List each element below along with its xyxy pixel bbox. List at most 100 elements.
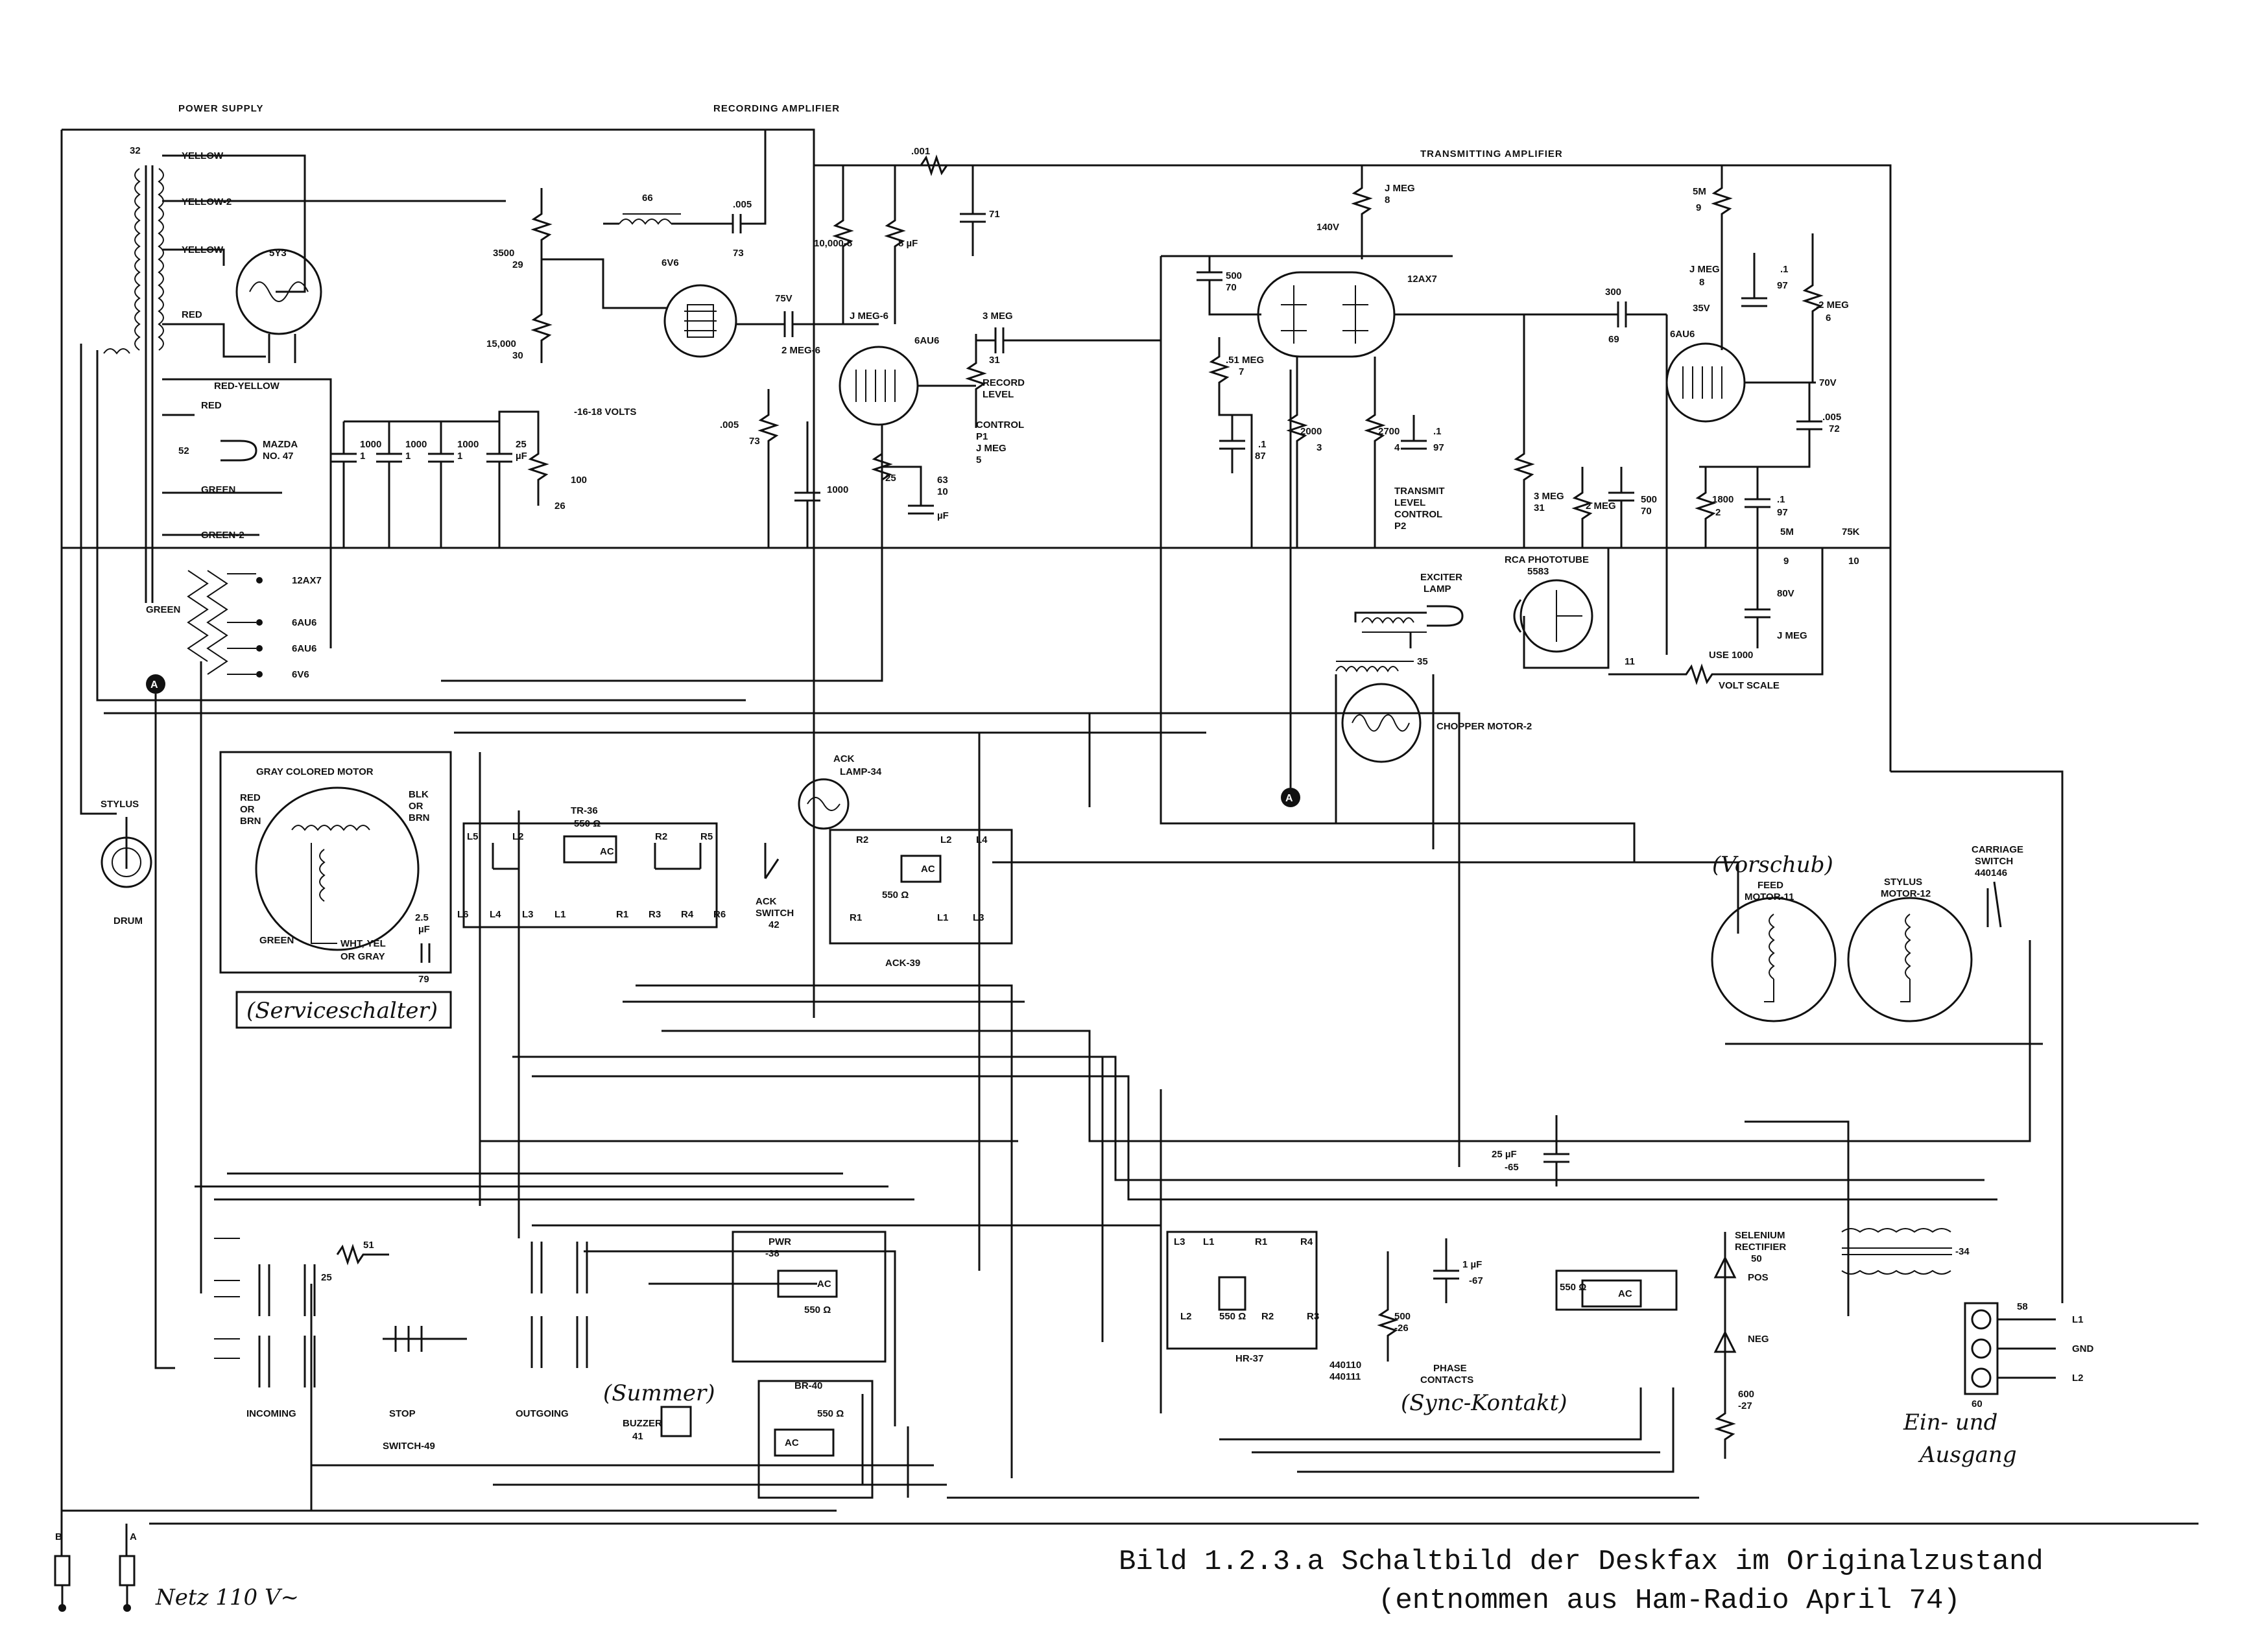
r8-tx-value: J MEG xyxy=(1385,183,1415,194)
motor-left-1: RED xyxy=(240,792,261,803)
br-relay: AC BR-40 550 Ω xyxy=(757,1380,874,1499)
tr36-outline xyxy=(462,822,718,928)
tube-6au6-rec-label: 6AU6 xyxy=(914,335,939,346)
r3-value: 2000 xyxy=(1300,426,1322,437)
mains-b: B xyxy=(55,1531,62,1542)
p1-ref: LEVEL xyxy=(983,389,1014,400)
carriage-3: 440146 xyxy=(1975,867,2007,879)
p1-control: J MEG xyxy=(976,443,1007,454)
r9b-value: 5M xyxy=(1780,526,1794,537)
plate-voltage-75v: J MEG-6 xyxy=(850,311,888,322)
selenium-rectifier: SELENIUM RECTIFIER 50 POS NEG 600 -27 -3… xyxy=(1713,1228,1970,1459)
tap-yellow-1: YELLOW xyxy=(182,150,224,161)
filament-string: 12AX7 6AU6 6AU6 6V6 xyxy=(187,570,322,680)
r26-value: 100 xyxy=(571,475,587,486)
serviceschalter-box xyxy=(235,991,452,1029)
r26-ref: 26 xyxy=(554,501,566,512)
p2-level: LEVEL xyxy=(1394,497,1425,508)
screen-35v: 35V xyxy=(1693,303,1710,314)
contact-hr-r2: R2 xyxy=(1261,1311,1274,1322)
c73a-value: 75V xyxy=(775,293,792,304)
ecap-2: -65 xyxy=(1505,1162,1519,1173)
v80: 11 xyxy=(1625,656,1635,667)
filament-6v6: 6V6 xyxy=(292,669,309,680)
pwr-coil: 550 Ω xyxy=(804,1304,831,1316)
c63-value: 63 xyxy=(937,475,948,486)
r9a-value: 5M xyxy=(1693,186,1706,197)
feed-stylus-motors: (Vorschub) FEED MOTOR-11 STYLUS MOTOR-12… xyxy=(1711,844,2023,1022)
xfmr-34: -34 xyxy=(1955,1246,1970,1257)
tap-green-2: GREEN-2 xyxy=(201,530,244,541)
rect-line2: RECTIFIER xyxy=(1735,1242,1786,1253)
r5-value: .005 xyxy=(720,419,739,431)
r9a-ref: 9 xyxy=(1696,202,1701,213)
c72-value: .005 xyxy=(1822,412,1841,423)
contact-hr-r3: R3 xyxy=(1307,1311,1319,1322)
tap-red-2: RED xyxy=(201,400,222,411)
mains-a: A xyxy=(130,1531,137,1542)
sync-note: (Sync-Kontakt) xyxy=(1401,1390,1567,1416)
c97d-value: 80V xyxy=(1777,588,1794,599)
ack-lamp-label1: ACK xyxy=(833,753,855,764)
phototube-line1: RCA PHOTOTUBE xyxy=(1505,554,1589,565)
contact-hr-r4: R4 xyxy=(1300,1236,1313,1247)
tube-6au6-tx-label: 6AU6 xyxy=(1670,329,1695,340)
r30-ref: 30 xyxy=(512,350,523,361)
tube-6v6-label: 6V6 xyxy=(661,257,679,268)
c73b-value: 1000 xyxy=(827,484,848,495)
mazda-lamp: 52 MAZDA NO. 47 xyxy=(178,439,298,462)
tube-6au6-rec: 6AU6 xyxy=(839,335,939,426)
motor-green: GREEN xyxy=(259,935,294,946)
r30-value: 15,000 xyxy=(486,338,516,349)
incoming-label: INCOMING xyxy=(246,1408,296,1419)
contact-r5: R5 xyxy=(700,831,713,842)
contact-ack-l1: L1 xyxy=(937,912,949,923)
caption-line-2: (entnommen aus Ham-Radio April 74) xyxy=(1378,1585,1960,1617)
br-coil: 550 Ω xyxy=(817,1408,844,1419)
hr-relay: L3 L1 R1 R4 L2 R2 R3 550 Ω HR-37 xyxy=(1166,1231,1319,1364)
contact-l6: L6 xyxy=(457,909,469,920)
node-a-right: A xyxy=(1281,370,1300,807)
caption-line-1: Bild 1.2.3.a Schaltbild der Deskfax im O… xyxy=(1119,1546,2044,1578)
c71-value: 3 MEG xyxy=(983,311,1013,322)
lamp-line1: MAZDA xyxy=(263,439,298,450)
contact-r6: R6 xyxy=(713,909,726,920)
recording-amplifier-header: RECORDING AMPLIFIER xyxy=(713,103,840,114)
phase-res-1: 500 xyxy=(1394,1311,1411,1322)
contact-l2: L2 xyxy=(512,831,524,842)
r4-ref: 4 xyxy=(1394,442,1400,453)
switch49-label: SWITCH-49 xyxy=(383,1441,435,1452)
filament-6au6-2: 6AU6 xyxy=(292,643,316,654)
r1800-ref: 2 xyxy=(1715,507,1721,518)
r3-ref: 3 xyxy=(1317,442,1322,453)
contact-ack-l2: L2 xyxy=(940,834,952,845)
ecap-1: 25 µF xyxy=(1492,1149,1517,1160)
contact-l3: L3 xyxy=(522,909,534,920)
hr-label: HR-37 xyxy=(1235,1353,1263,1364)
drum-label: DRUM xyxy=(113,915,143,926)
phase-sw-2: 440111 xyxy=(1329,1371,1361,1382)
r11-ref: VOLT SCALE xyxy=(1719,680,1780,691)
contact-r2: R2 xyxy=(655,831,667,842)
tube-6au6-tx: 6AU6 xyxy=(1665,329,1746,423)
contact-ack-r2: R2 xyxy=(856,834,868,845)
c97d-ref: J MEG xyxy=(1777,630,1807,641)
rect-line1: SELENIUM xyxy=(1735,1230,1785,1241)
lamp-ref: 52 xyxy=(178,445,189,456)
mains-label: Netz 110 V~ xyxy=(155,1585,299,1611)
bias-voltage: -16-18 VOLTS xyxy=(574,407,636,418)
tr36-ac: AC xyxy=(600,846,614,857)
contact-l1: L1 xyxy=(554,909,566,920)
c63-unit: 10 xyxy=(937,486,948,497)
contact-ack-l4: L4 xyxy=(976,834,988,845)
terminal-gnd: GND xyxy=(2072,1343,2094,1354)
phase-res-2: -26 xyxy=(1394,1323,1409,1334)
c1-unit: 1 xyxy=(360,451,365,462)
r7-value: .51 MEG xyxy=(1226,355,1264,366)
c97c-value: .1 xyxy=(1777,494,1785,505)
br-ac: AC xyxy=(785,1437,799,1448)
motor-cap-3: 79 xyxy=(418,974,429,985)
c4-unit: µF xyxy=(516,451,527,462)
motor-right-3: BRN xyxy=(409,812,430,823)
c4-value: 25 xyxy=(516,439,527,450)
